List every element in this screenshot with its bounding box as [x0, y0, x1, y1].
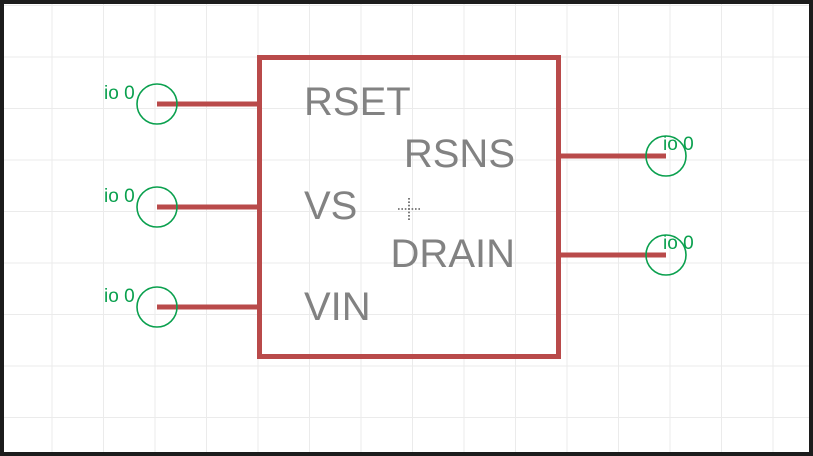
port-label-left-1[interactable]: io 0	[104, 83, 135, 104]
port-label-right-2[interactable]: io 0	[663, 233, 694, 254]
port-label-left-3[interactable]: io 0	[104, 286, 135, 307]
port-circle-right-1[interactable]	[645, 135, 687, 177]
pin-label-rset: RSET	[304, 80, 411, 124]
port-circle-right-2[interactable]	[645, 234, 687, 276]
port-circle-left-2[interactable]	[136, 186, 178, 228]
schematic-drawing-layer	[136, 55, 687, 359]
pin-label-drain: DRAIN	[390, 232, 515, 276]
port-circle-left-1[interactable]	[136, 83, 178, 125]
pin-label-vs: VS	[304, 184, 358, 228]
component-body-rect[interactable]	[257, 55, 561, 359]
pin-label-rsns: RSNS	[403, 132, 515, 176]
port-label-right-1[interactable]: io 0	[663, 134, 694, 155]
pin-label-vin: VIN	[304, 285, 371, 329]
grid-background	[4, 4, 809, 452]
port-label-left-2[interactable]: io 0	[104, 186, 135, 207]
crosshair-cursor-icon	[398, 198, 420, 220]
port-circle-left-3[interactable]	[136, 286, 178, 328]
